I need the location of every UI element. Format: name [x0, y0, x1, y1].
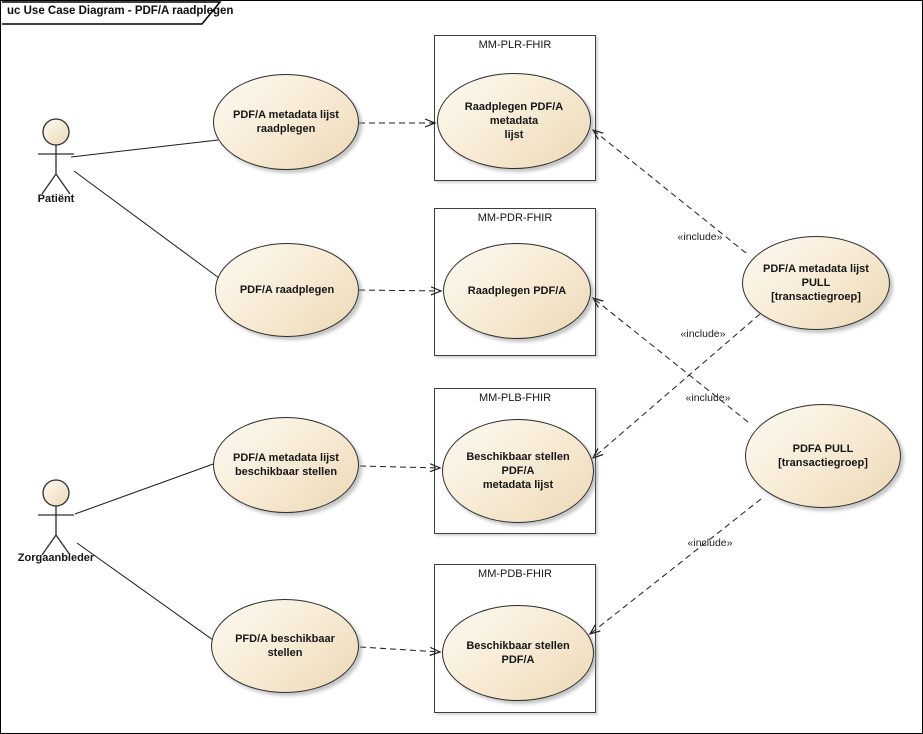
system-box-title: MM-PLR-FHIR [478, 39, 552, 51]
actor-zorgaanbieder-icon [38, 479, 74, 556]
include-arrows [588, 128, 762, 636]
use-case-pdfa-pull: PDFA PULL [transactiegroep] [745, 404, 901, 508]
include-label: «include» [685, 392, 731, 404]
include-label: «include» [677, 231, 723, 243]
include-label: «include» [687, 537, 733, 549]
actor-patient-label: Patiënt [37, 193, 75, 205]
use-case-pdfa-metadata-lijst-raadplegen: PDF/A metadata lijst raadplegen [213, 74, 359, 170]
use-case-pdfa-metadata-lijst-pull: PDF/A metadata lijst PULL [transactiegro… [742, 236, 890, 330]
system-box-title: MM-PDB-FHIR [478, 568, 552, 580]
diagram-title: uc Use Case Diagram - PDF/A raadplegen [7, 5, 234, 17]
use-case-pdfa-metadata-lijst-beschikbaar-stellen: PDF/A metadata lijst beschikbaar stellen [213, 417, 359, 513]
actor-zorgaanbieder-label: Zorgaanbieder [17, 552, 95, 564]
use-case-beschikbaar-stellen-pdfa-metadata-lijst: Beschikbaar stellen PDF/A metadata lijst [442, 419, 594, 523]
actor-patient-icon [38, 118, 74, 195]
system-box-title: MM-PDR-FHIR [477, 212, 553, 224]
association-lines [70, 139, 220, 641]
use-case-pfda-beschikbaar-stellen: PFD/A beschikbaar stellen [211, 599, 359, 693]
use-case-pdfa-raadplegen: PDF/A raadplegen [215, 243, 359, 337]
use-case-beschikbaar-stellen-pdfa: Beschikbaar stellen PDF/A [442, 605, 594, 701]
include-label: «include» [680, 328, 726, 340]
use-case-raadplegen-pdfa: Raadplegen PDF/A [443, 243, 591, 339]
dependency-arrows [358, 118, 443, 656]
system-box-title: MM-PLB-FHIR [478, 392, 552, 404]
use-case-raadplegen-pdfa-metadata-lijst: Raadplegen PDF/A metadata lijst [437, 73, 591, 169]
